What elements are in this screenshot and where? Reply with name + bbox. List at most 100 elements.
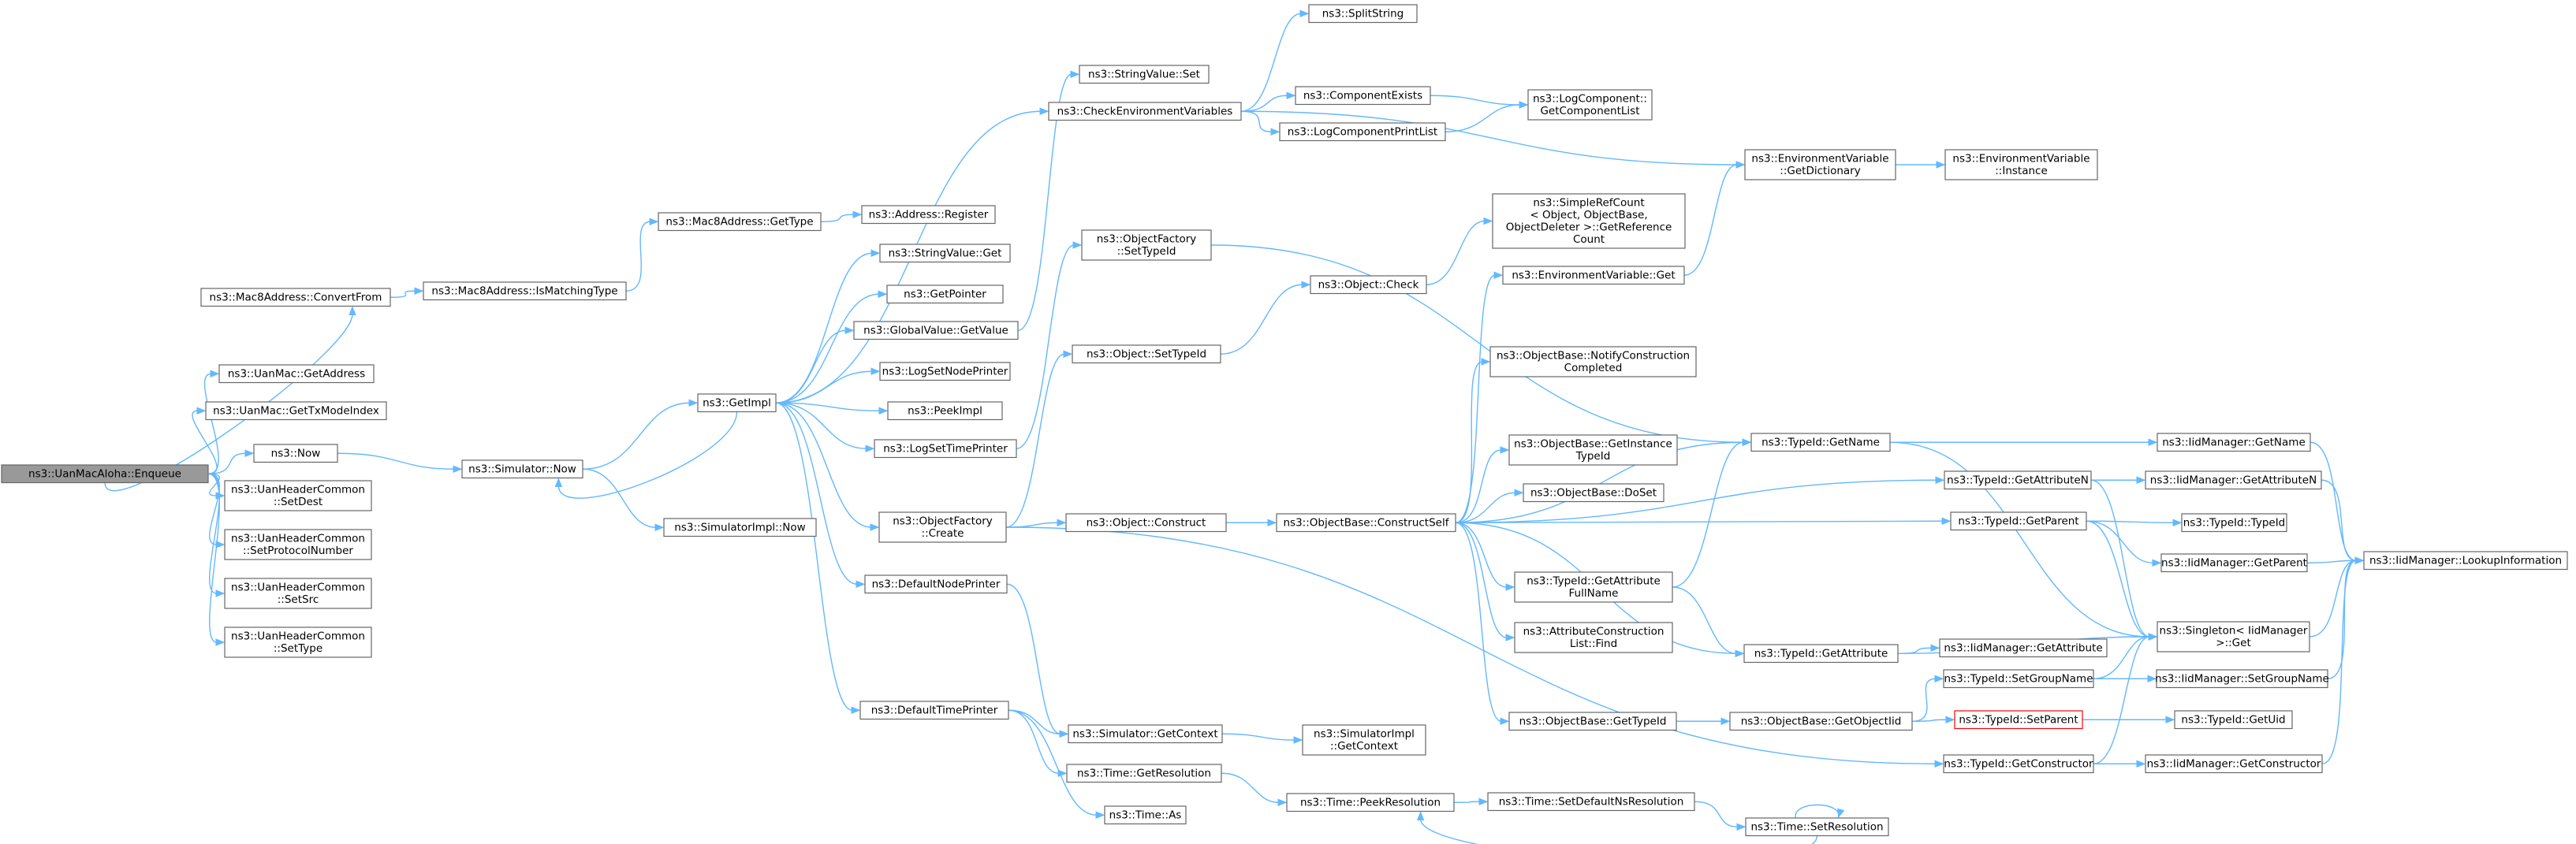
node-setsrc[interactable]: ns3::UanHeaderCommon::SetSrc	[224, 578, 372, 609]
node-getaddress[interactable]: ns3::UanMac::GetAddress	[218, 364, 375, 384]
edge-arrowhead	[1934, 760, 1944, 768]
node-stringvalueset[interactable]: ns3::StringValue::Set	[1079, 65, 1210, 84]
node-envgetdictionary[interactable]: ns3::EnvironmentVariable::GetDictionary	[1744, 149, 1896, 180]
node-label: ns3::AttributeConstruction	[1523, 626, 1665, 638]
edge-constructself-to-typeidgetname	[1455, 441, 1744, 523]
node-peekimpl[interactable]: ns3::PeekImpl	[887, 401, 1003, 421]
node-typeidgetuid[interactable]: ns3::TypeId::GetUid	[2174, 710, 2293, 730]
node-logsetnodeprinter[interactable]: ns3::LogSetNodePrinter	[879, 362, 1011, 381]
edge-arrowhead	[1505, 634, 1515, 641]
node-mac8gettype[interactable]: ns3::Mac8Address::GetType	[658, 212, 822, 232]
edge-typeidgetparent-to-typeidtypeid	[2086, 520, 2175, 523]
node-settype[interactable]: ns3::UanHeaderCommon::SetType	[224, 626, 372, 658]
node-gettxmodeindex[interactable]: ns3::UanMac::GetTxModeIndex	[205, 401, 387, 421]
node-timeas[interactable]: ns3::Time::As	[1104, 805, 1187, 825]
node-timegetresolution[interactable]: ns3::Time::GetResolution	[1066, 764, 1222, 783]
node-ismatchingtype[interactable]: ns3::Mac8Address::IsMatchingType	[423, 281, 627, 301]
node-globalvaluegetvalue[interactable]: ns3::GlobalValue::GetValue	[853, 321, 1019, 340]
edge-arrowhead	[1293, 736, 1303, 744]
node-label: ns3::SimulatorImpl::Now	[674, 522, 805, 534]
node-defaulttimeprinter[interactable]: ns3::DefaultTimePrinter	[859, 701, 1009, 720]
node-iidgetname[interactable]: ns3::IidManager::GetName	[2157, 433, 2311, 452]
node-typeidgetparent[interactable]: ns3::TypeId::GetParent	[1950, 511, 2087, 531]
node-objectfactorysettypeid[interactable]: ns3::ObjectFactory::SetTypeId	[1081, 229, 1212, 261]
node-objectsettypeid[interactable]: ns3::Object::SetTypeId	[1072, 344, 1221, 364]
node-typeidgetattribute[interactable]: ns3::TypeId::GetAttribute	[1743, 644, 1899, 664]
node-getobjectiid[interactable]: ns3::ObjectBase::GetObjectIid	[1729, 712, 1913, 731]
node-box	[200, 288, 391, 307]
edge-arrowhead	[1514, 489, 1524, 496]
node-simplerefcount[interactable]: ns3::SimpleRefCount< Object, ObjectBase,…	[1492, 193, 1686, 249]
node-now[interactable]: ns3::Now	[253, 444, 338, 463]
edge-arrowhead	[1059, 730, 1069, 738]
node-timesetresolution[interactable]: ns3::Time::SetResolution	[1745, 817, 1889, 837]
node-doset[interactable]: ns3::ObjectBase::DoSet	[1523, 483, 1665, 503]
node-logcomponentgetcomponentlist[interactable]: ns3::LogComponent::GetComponentList	[1527, 89, 1653, 121]
node-singletonget[interactable]: ns3::Singleton< IidManager>::Get	[2157, 621, 2310, 653]
edge-arrowhead	[870, 367, 881, 375]
node-logsettimeprinter[interactable]: ns3::LogSetTimePrinter	[874, 439, 1017, 459]
node-typeidgetconstructor[interactable]: ns3::TypeId::GetConstructor	[1943, 754, 2094, 774]
node-constructself[interactable]: ns3::ObjectBase::ConstructSelf	[1276, 513, 1456, 533]
edge-arrowhead	[2152, 559, 2162, 567]
node-label: ns3::LogSetTimePrinter	[883, 443, 1008, 455]
edge-arrowhead	[349, 306, 356, 315]
node-simimplgetcontext[interactable]: ns3::SimulatorImpl::GetContext	[1302, 724, 1426, 756]
node-convertfrom[interactable]: ns3::Mac8Address::ConvertFrom	[200, 288, 391, 307]
edge-arrowhead	[2165, 716, 2175, 723]
node-label: >::Get	[2216, 637, 2250, 649]
edge-enqueue-to-convertfrom	[104, 314, 353, 492]
node-box	[2363, 551, 2568, 571]
node-notifyconstruction[interactable]: ns3::ObjectBase::NotifyConstructionCompl…	[1489, 346, 1697, 377]
node-defaultnodeprinter[interactable]: ns3::DefaultNodePrinter	[864, 574, 1008, 594]
node-logcomponentprintlist[interactable]: ns3::LogComponentPrintList	[1279, 122, 1446, 142]
node-objectfactorycreate[interactable]: ns3::ObjectFactory::Create	[878, 511, 1007, 543]
node-getimpl[interactable]: ns3::GetImpl	[697, 393, 777, 413]
node-simimplnow[interactable]: ns3::SimulatorImpl::Now	[663, 518, 817, 537]
node-typeidgetattributen[interactable]: ns3::TypeId::GetAttributeN	[1944, 470, 2092, 490]
node-setdest[interactable]: ns3::UanHeaderCommon::SetDest	[224, 480, 372, 511]
node-componentexists[interactable]: ns3::ComponentExists	[1295, 86, 1431, 106]
node-box	[2160, 553, 2308, 573]
node-objectbasegettypeid[interactable]: ns3::ObjectBase::GetTypeId	[1508, 712, 1677, 731]
node-iidsetgroupname[interactable]: ns3::IidManager::SetGroupName	[2155, 669, 2329, 689]
node-typeidtypeid[interactable]: ns3::TypeId::TypeId	[2181, 513, 2287, 533]
node-objectconstruct[interactable]: ns3::Object::Construct	[1065, 513, 1227, 533]
node-label: ns3::IidManager::SetGroupName	[2155, 673, 2329, 686]
node-iidgetconstructor[interactable]: ns3::IidManager::GetConstructor	[2145, 754, 2323, 774]
node-simgetcontext[interactable]: ns3::Simulator::GetContext	[1068, 724, 1223, 744]
node-timepeekresolution[interactable]: ns3::Time::PeekResolution	[1286, 793, 1455, 812]
node-typeidgetname[interactable]: ns3::TypeId::GetName	[1750, 433, 1891, 452]
node-objectcheck[interactable]: ns3::Object::Check	[1310, 275, 1427, 295]
edge-arrowhead	[1945, 716, 1955, 723]
node-addressregister[interactable]: ns3::Address::Register	[861, 205, 996, 225]
node-iidgetattribute[interactable]: ns3::IidManager::GetAttribute	[1939, 638, 2108, 658]
edge-arrowhead	[1742, 438, 1752, 446]
node-iidlookupinformation[interactable]: ns3::IidManager::LookupInformation	[2363, 551, 2568, 571]
node-box	[878, 511, 1007, 543]
node-box	[697, 393, 777, 413]
node-box	[1492, 193, 1686, 249]
node-box	[2157, 433, 2311, 452]
node-getpointer[interactable]: ns3::GetPointer	[886, 284, 1004, 304]
node-stringvalueget[interactable]: ns3::StringValue::Get	[879, 244, 1011, 263]
edge-arrowhead	[1483, 217, 1493, 225]
edge-arrowhead	[1500, 446, 1510, 454]
node-setdefaultnsresolution[interactable]: ns3::Time::SetDefaultNsResolution	[1487, 792, 1695, 812]
node-typeidsetgroupname[interactable]: ns3::TypeId::SetGroupName	[1943, 669, 2094, 689]
node-typeidsetparent[interactable]: ns3::TypeId::SetParent	[1954, 710, 2083, 730]
node-enqueue[interactable]: ns3::UanMacAloha::Enqueue	[1, 464, 209, 484]
node-envinstance[interactable]: ns3::EnvironmentVariable::Instance	[1944, 149, 2098, 180]
node-iidgetattributen[interactable]: ns3::IidManager::GetAttributeN	[2145, 470, 2322, 490]
node-splitstring[interactable]: ns3::SplitString	[1308, 4, 1418, 24]
node-simnow[interactable]: ns3::Simulator::Now	[461, 459, 583, 479]
node-checkenv[interactable]: ns3::CheckEnvironmentVariables	[1048, 102, 1242, 121]
node-iidgetparent[interactable]: ns3::IidManager::GetParent	[2160, 553, 2308, 573]
node-label: ns3::Mac8Address::ConvertFrom	[210, 292, 382, 304]
node-envget[interactable]: ns3::EnvironmentVariable::Get	[1502, 266, 1685, 285]
edge-defaulttimeprinter-to-timegetresolution	[1008, 709, 1060, 774]
node-setprotocolnumber[interactable]: ns3::UanHeaderCommon::SetProtocolNumber	[224, 529, 372, 560]
